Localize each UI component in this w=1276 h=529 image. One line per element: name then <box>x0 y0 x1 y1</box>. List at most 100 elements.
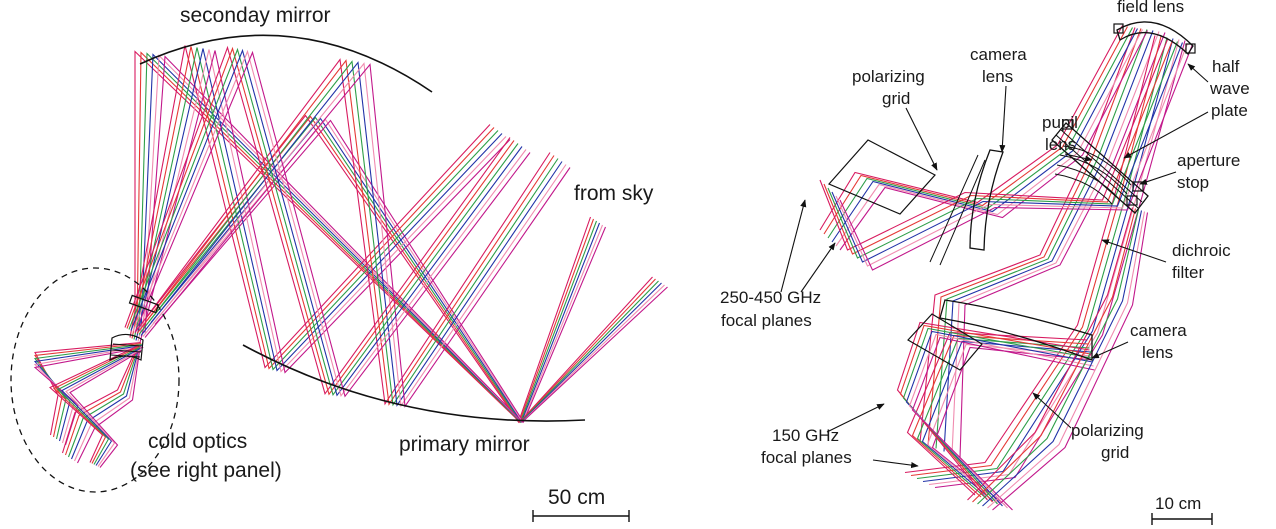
polarizing-grid-bottom-label-2: grid <box>1101 443 1129 462</box>
camera-lens-top-label-1: camera <box>970 45 1027 64</box>
lower-camera-lens <box>939 299 1093 361</box>
field-lens <box>1113 21 1196 56</box>
sky-bundle-e-ray <box>130 48 523 397</box>
sky-bundle-b-ray <box>134 50 653 423</box>
sky-bundle-c-ray <box>129 45 491 369</box>
aperture-stop <box>1126 195 1138 206</box>
lower-fan-b-ray <box>899 324 1091 503</box>
lower-fan-b-ray <box>896 321 1090 501</box>
half-wave-plate-label-1: half <box>1212 57 1240 76</box>
cold-optics-lenses <box>109 294 160 362</box>
cold-optics-outline <box>10 267 180 493</box>
pupil-lens-and-half-wave-plate <box>1051 119 1149 214</box>
field-bundle-a-ray <box>959 32 1166 458</box>
cold-optics-ray-trace <box>819 25 1194 511</box>
pupil-lens-label-1: pupil <box>1042 113 1078 132</box>
field-bundle-c-ray <box>831 28 1138 243</box>
lower-fan-b-ray <box>908 333 1094 509</box>
field-bundle-d-ray <box>819 39 1169 251</box>
cold-fan-c-ray <box>61 348 141 466</box>
sky-bundle-e-ray <box>132 49 527 398</box>
sky-bundle-b-ray <box>136 51 656 423</box>
camera-lens-top-label-2: lens <box>982 67 1013 86</box>
cold-fan-b-ray <box>70 350 139 460</box>
field-bundle-c-ray <box>839 30 1148 251</box>
focal-plane-outlines <box>827 139 983 371</box>
cold-fan-b-ray <box>61 347 138 454</box>
cold-fan-b-ray <box>64 348 138 456</box>
sky-bundle-d-ray <box>142 62 567 408</box>
lower-fan-c-ray <box>987 211 1146 509</box>
field-bundle-d-ray <box>839 44 1194 271</box>
field-bundle-d-ray <box>827 41 1179 259</box>
sky-bundle-e-ray <box>124 45 511 396</box>
sky-bundle-e-ray <box>128 47 519 397</box>
sky-bundle-b-ray <box>144 55 668 423</box>
cold-fan-b-ray <box>67 349 139 458</box>
pupil-lens-label-2: lens <box>1045 135 1076 154</box>
sky-bundle-b-ray <box>138 52 659 423</box>
field-bundle-d-ray <box>823 40 1174 255</box>
aperture-stop-label-2: stop <box>1177 173 1209 192</box>
sky-bundle-d-ray <box>134 58 551 406</box>
secondary-mirror-label: seconday mirror <box>180 4 331 27</box>
cold-fan-b-ray <box>77 352 140 464</box>
right-scale-bar: 10 cm <box>1151 494 1213 525</box>
field-bundle-d-ray <box>831 42 1184 263</box>
sky-bundle-e-ray <box>126 46 515 396</box>
left-scale-bar: 50 cm <box>532 486 630 522</box>
telescope-ray-trace <box>33 45 668 468</box>
sky-bundle-c-ray <box>131 46 495 370</box>
right-panel: field lens camera lens polarizing grid p… <box>720 0 1250 525</box>
field-bundle-c-ray <box>819 25 1123 231</box>
field-bundle-b-ray <box>934 40 1186 489</box>
aperture-stop-label-1: aperture <box>1177 151 1240 170</box>
left-panel: seconday mirror from sky primary mirror … <box>10 4 668 522</box>
cold-optics-label: cold optics <box>148 430 247 453</box>
sky-bundle-e-ray <box>134 50 531 398</box>
sky-bundle-b-ray <box>142 54 665 423</box>
sky-bundle-d-ray <box>144 63 571 408</box>
lower-fan-c-ray <box>982 210 1143 507</box>
sky-bundle-c-ray <box>133 47 499 371</box>
lower-fan-b-ray <box>911 336 1095 511</box>
cold-fan-c-ray <box>57 347 141 465</box>
dichroic-filter-label-1: dichroic <box>1172 241 1231 260</box>
upper-camera-lens <box>929 149 1004 266</box>
fp-250-label-2: focal planes <box>721 311 812 330</box>
lower-fan-a-ray <box>911 334 1089 498</box>
right-scale-label: 10 cm <box>1155 494 1201 513</box>
secondary-mirror-arc <box>139 34 433 93</box>
field-bundle-b-ray <box>904 35 1156 474</box>
fp-150-label-1: 150 GHz <box>772 426 839 445</box>
field-bundle-b-ray <box>928 39 1180 486</box>
lower-fan-b-ray <box>905 330 1093 507</box>
cold-fan-c-ray <box>65 349 142 467</box>
leader-arrows <box>780 63 1209 469</box>
from-sky-label: from sky <box>574 182 654 205</box>
field-bundle-a-ray <box>943 30 1154 452</box>
cold-fan-c-ray <box>49 345 140 463</box>
camera-lens-bottom-label-2: lens <box>1142 343 1173 362</box>
primary-mirror-arc <box>242 344 586 422</box>
sky-bundle-d-ray <box>136 59 555 406</box>
polarizing-grid-top-label-2: grid <box>882 89 910 108</box>
sky-bundle-c-ray <box>139 50 511 374</box>
lower-fan-b-ray <box>902 327 1092 505</box>
field-bundle-c-ray <box>835 29 1143 247</box>
camera-lens-bottom-label-1: camera <box>1130 321 1187 340</box>
field-bundle-a-ray <box>919 27 1136 443</box>
dichroic-filter-label-2: filter <box>1172 263 1204 282</box>
field-bundle-a-ray <box>951 31 1160 455</box>
lower-fan-c-ray <box>967 207 1134 501</box>
polarizing-grid-top-label-1: polarizing <box>852 67 925 86</box>
sky-bundle-d-ray <box>138 60 559 407</box>
sky-bundle-a-ray <box>150 117 601 424</box>
cold-optics-note: (see right panel) <box>130 459 282 482</box>
lower-fan-c-ray <box>972 208 1137 503</box>
fp-150-label-2: focal planes <box>761 448 852 467</box>
field-lens-label: field lens <box>1117 0 1184 16</box>
cold-fan-c-ray <box>53 346 140 464</box>
cold-fan-c-ray <box>69 350 142 468</box>
